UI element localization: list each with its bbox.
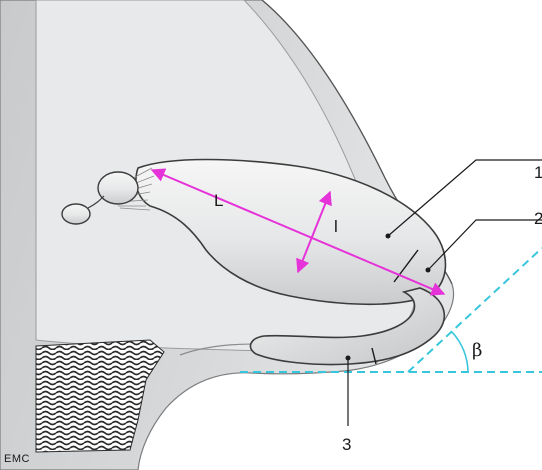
sesamoid-cartilage-small (62, 204, 90, 224)
callout-3-label: 3 (342, 435, 351, 454)
sesamoid-cartilage-large (98, 172, 138, 204)
callout-2-dot (426, 268, 431, 273)
angle-arc (452, 332, 468, 372)
emc-logo: EMC (4, 453, 30, 465)
angle-label: β (472, 340, 482, 361)
callout-1-dot (386, 234, 391, 239)
length-label: L (214, 191, 223, 210)
callout-2-label: 2 (534, 209, 542, 228)
width-label: l (334, 217, 338, 236)
callout-3-dot (346, 356, 351, 361)
callout-1-label: 1 (534, 163, 542, 182)
